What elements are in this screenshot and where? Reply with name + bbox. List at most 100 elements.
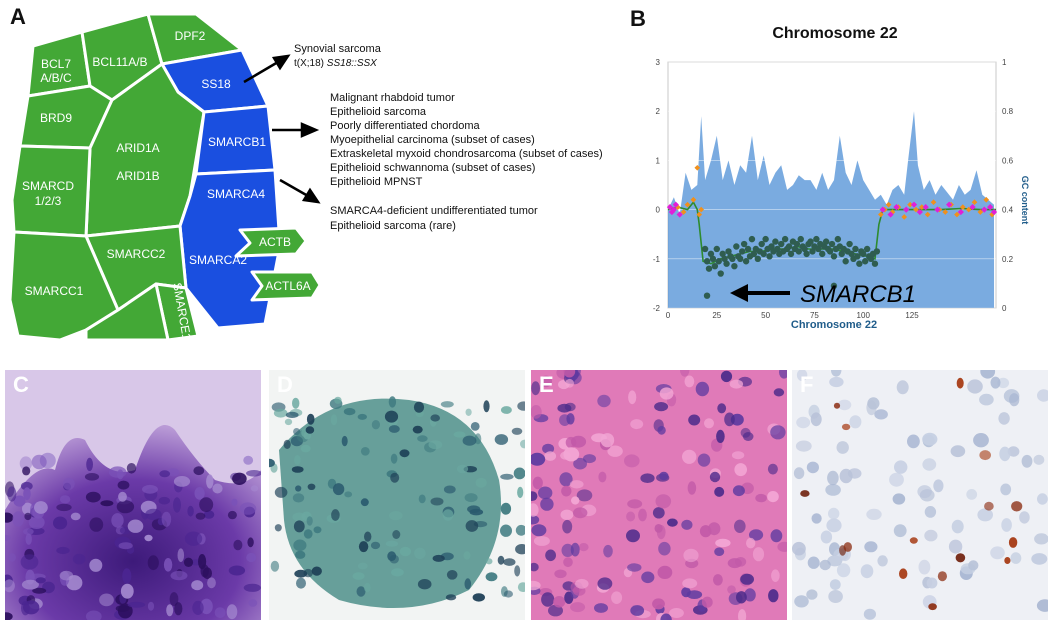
orange-point	[907, 201, 913, 208]
low-copy-point	[707, 250, 715, 258]
cell-nucleus	[843, 542, 852, 552]
low-copy-point	[721, 255, 728, 262]
orange-point	[901, 214, 908, 220]
cell-nucleus	[1019, 511, 1030, 524]
cell-nucleus	[332, 483, 345, 496]
cell-nucleus	[470, 422, 480, 431]
cell-nucleus	[1033, 454, 1045, 465]
cell-nucleus	[744, 588, 756, 602]
low-copy-point	[768, 243, 775, 250]
cell-nucleus	[889, 472, 904, 487]
smarcb1-pointer: SMARCB1	[730, 281, 916, 308]
cell-nucleus	[295, 485, 302, 492]
orange-point	[918, 204, 925, 210]
cell-nucleus	[99, 593, 114, 607]
label-smarca2: SMARCA2	[189, 253, 247, 267]
cell-nucleus	[966, 489, 978, 500]
smarcb1-annotation: SMARCB1	[800, 281, 916, 308]
label-bcl7-2: A/B/C	[40, 71, 72, 85]
cell-nucleus	[311, 566, 322, 576]
smarca4-disease-2: Epithelioid sarcoma (rare)	[330, 220, 456, 232]
cell-nucleus	[59, 495, 71, 504]
cell-nucleus	[412, 425, 423, 434]
cell-nucleus	[999, 446, 1011, 462]
low-copy-point	[828, 240, 836, 248]
cell-nucleus	[540, 497, 554, 511]
cell-nucleus	[1010, 552, 1022, 564]
cell-nucleus	[515, 524, 525, 536]
cell-nucleus	[684, 375, 695, 388]
cell-nucleus	[866, 508, 882, 520]
cell-nucleus	[248, 599, 258, 607]
cell-nucleus	[767, 463, 778, 475]
cell-nucleus	[445, 594, 457, 601]
low-copy-point	[717, 270, 724, 277]
cell-nucleus	[12, 511, 24, 527]
label-smarcd-1: SMARCD	[22, 179, 74, 193]
cell-nucleus	[500, 502, 512, 515]
low-copy-point	[737, 255, 744, 262]
cell-nucleus	[428, 440, 443, 450]
cell-nucleus	[85, 491, 101, 503]
cell-nucleus	[770, 425, 786, 440]
cell-nucleus	[485, 572, 498, 582]
cell-nucleus	[20, 554, 39, 570]
cell-nucleus	[896, 380, 909, 395]
cell-nucleus	[214, 607, 226, 618]
smarcb1-disease-5: Extraskeletal myxoid chondrosarcoma (sub…	[330, 148, 603, 160]
cell-nucleus	[344, 491, 353, 498]
cell-nucleus	[573, 507, 588, 519]
cell-nucleus	[998, 412, 1010, 425]
low-copy-point	[715, 258, 722, 265]
cell-nucleus	[388, 425, 400, 433]
cell-nucleus	[122, 568, 132, 584]
low-copy-point	[772, 238, 779, 245]
cell-nucleus	[246, 552, 257, 563]
cell-nucleus	[773, 388, 785, 397]
cell-nucleus	[85, 610, 102, 620]
cell-nucleus	[28, 515, 45, 529]
cell-nucleus	[735, 557, 747, 567]
cell-nucleus	[303, 529, 313, 539]
cell-nucleus	[877, 555, 888, 567]
low-copy-point	[729, 255, 736, 262]
cell-nucleus	[187, 505, 194, 517]
cell-nucleus	[89, 558, 103, 572]
piece-smarca4	[178, 168, 282, 330]
cell-nucleus	[731, 451, 745, 460]
cell-nucleus	[120, 583, 134, 599]
cell-nucleus	[358, 541, 369, 553]
cell-nucleus	[517, 582, 525, 592]
cell-nucleus	[956, 377, 964, 389]
cell-nucleus	[35, 577, 46, 584]
cell-nucleus	[627, 499, 643, 509]
cell-nucleus	[226, 604, 238, 620]
cell-nucleus	[100, 500, 114, 507]
low-copy-point	[830, 282, 838, 290]
cell-nucleus	[195, 512, 206, 520]
low-copy-point	[738, 248, 746, 255]
cell-nucleus	[430, 497, 444, 506]
cell-nucleus	[174, 602, 183, 616]
cell-nucleus	[514, 565, 521, 577]
label-bcl11: BCL11A/B	[92, 55, 147, 69]
piece-smarcc1	[8, 230, 120, 342]
cell-nucleus	[924, 529, 938, 542]
low-copy-point	[744, 245, 752, 253]
smarcb1-disease-3: Poorly differentiated chordoma	[330, 120, 480, 132]
orange-point	[913, 206, 919, 213]
cell-nucleus	[239, 502, 257, 515]
cell-nucleus	[755, 493, 767, 503]
cell-nucleus	[654, 524, 663, 533]
cell-nucleus	[563, 557, 573, 568]
cell-nucleus	[831, 370, 842, 377]
label-actb: ACTB	[259, 235, 291, 249]
cell-nucleus	[183, 557, 194, 567]
cell-nucleus	[118, 491, 127, 502]
cell-nucleus	[571, 496, 580, 505]
cell-nucleus	[497, 555, 505, 565]
cell-nucleus	[979, 393, 994, 406]
cell-nucleus	[598, 471, 607, 483]
cell-nucleus	[294, 455, 301, 465]
cell-nucleus	[1037, 389, 1048, 402]
